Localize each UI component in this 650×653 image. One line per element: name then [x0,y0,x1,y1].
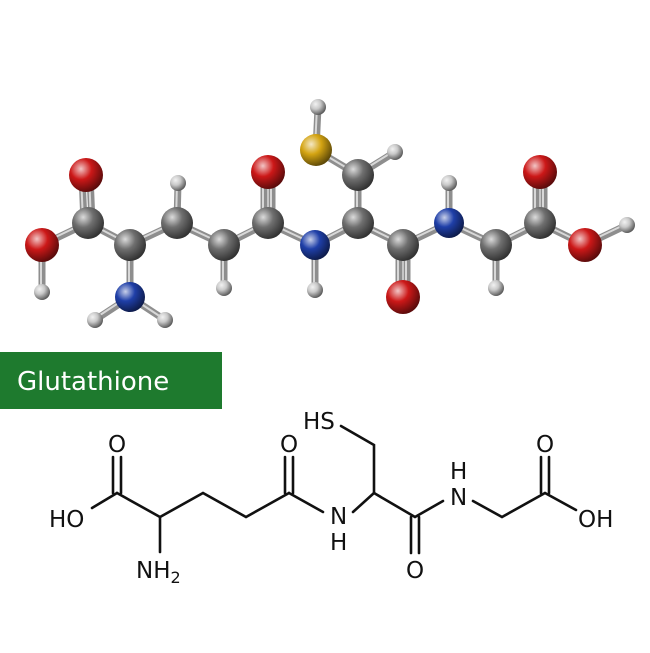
oxygen-atom [69,158,103,192]
bond-n-cysteine-ca [351,491,376,514]
label-nh2-n: NH [136,558,171,584]
label-n-amide-1: N [330,504,347,530]
oxygen-atom [523,155,557,189]
label-oh-right: OH [578,507,613,533]
oxygen-atom [25,228,59,262]
molecule-title: Glutathione [17,367,169,397]
hydrogen-atom [310,99,326,115]
label-n-amide-2: N [450,485,467,511]
label-h-amide-1: H [330,530,347,556]
ball-and-stick-model [25,99,635,328]
hydrogen-atom [619,217,635,233]
carbon-atom [161,207,193,239]
hydrogen-atom [216,280,232,296]
label-h-amide-2: H [450,459,467,485]
bond-amide-c-n [287,491,325,514]
model-atoms [25,99,635,328]
sulfur-atom [300,134,332,166]
carbon-atom [524,207,556,239]
label-o-carboxyl-left: O [108,432,126,458]
hydrogen-atom [87,312,103,328]
carbon-atom [252,207,284,239]
oxygen-atom [251,155,285,189]
hydrogen-atom [170,175,186,191]
hydrogen-atom [34,284,50,300]
nitrogen-atom [115,282,145,312]
structural-formula: HS HO O NH2 O N H O H N O OH [49,409,613,587]
label-o-carboxyl-right: O [536,432,554,458]
hydrogen-atom [488,280,504,296]
carbon-atom [72,207,104,239]
bond-c-oh-left [90,491,119,510]
carbon-atom [342,159,374,191]
label-nh2-subscript: 2 [171,568,181,587]
oxygen-atom [568,228,602,262]
nitrogen-atom [434,208,464,238]
label-nh2: NH2 [136,558,181,587]
hydrogen-atom [441,175,457,191]
carbon-atom [114,229,146,261]
carbon-atom [387,229,419,261]
label-ho-left: HO [49,507,84,533]
hydrogen-atom [157,312,173,328]
title-banner: Glutathione [0,352,222,409]
backbone-bonds-right [471,491,578,519]
hydrogen-atom [307,282,323,298]
label-o-amide-1: O [280,432,298,458]
bond-cysteine-side-chain [339,424,376,495]
label-o-amide-2: O [406,558,424,584]
title-banner-background [0,352,222,409]
backbone-bonds-left [115,491,291,519]
carbon-atom [342,207,374,239]
nitrogen-atom [300,230,330,260]
backbone-bonds-middle [372,491,445,519]
carbon-atom [480,229,512,261]
hydrogen-atom [387,144,403,160]
carbon-atom [208,229,240,261]
oxygen-atom [386,280,420,314]
label-sh: HS [303,409,335,435]
